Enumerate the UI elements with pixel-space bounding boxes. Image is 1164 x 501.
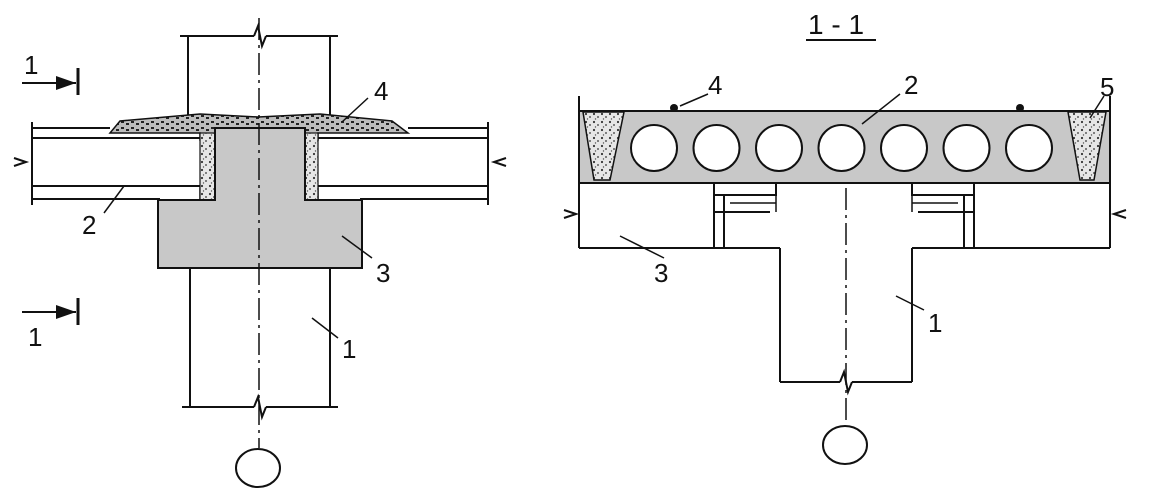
callout-section-3: 3 [654,258,668,288]
leader-section-2 [861,93,901,125]
beam-section [563,182,1127,249]
cut-marker-top [22,68,80,95]
leader-section-4 [679,93,709,107]
weld-point-right [1016,104,1024,112]
callout-section-4: 4 [708,70,722,100]
slab-void [942,124,991,172]
slab-panels-plan [13,122,507,205]
leader-plan-1 [311,317,339,339]
callout-plan-1: 1 [342,334,356,364]
callout-section-1: 1 [928,308,942,338]
slab-void [755,124,803,172]
section-title: 1 - 1 [808,9,864,40]
leader-plan-3 [341,235,373,259]
slab-voids [630,124,1053,172]
joint-grout-left [582,111,625,181]
slab-void [1005,124,1053,172]
slab-void [630,124,678,172]
callout-plan-2: 2 [82,210,96,240]
leader-plan-4 [341,97,369,123]
callout-plan-3: 3 [376,258,390,288]
lower-column-plan [182,268,338,421]
callout-section-5: 5 [1100,72,1114,102]
leader-section-3 [619,235,665,259]
axis-bubble-plan [235,448,281,488]
leader-section-5 [1089,95,1105,119]
plan-view: 1 1 4 2 3 1 [13,18,507,488]
cut-label-bottom: 1 [28,322,42,352]
embedded-plate-right [911,182,975,248]
slab-void [880,124,928,172]
callout-section-2: 2 [904,70,918,100]
weld-point-left [670,104,678,112]
section-view: 1 - 1 [563,9,1127,465]
slab-void [692,124,741,172]
cut-marker-bottom [22,298,80,325]
upper-column-plan [180,22,338,125]
column-console-plan [157,127,363,269]
slab-void [817,124,866,172]
cut-label-top: 1 [24,50,38,80]
leader-section-1 [895,295,925,311]
callout-plan-4: 4 [374,76,388,106]
axis-bubble-section [822,425,868,465]
embedded-plate-left [713,182,777,248]
leader-plan-2 [103,185,125,214]
